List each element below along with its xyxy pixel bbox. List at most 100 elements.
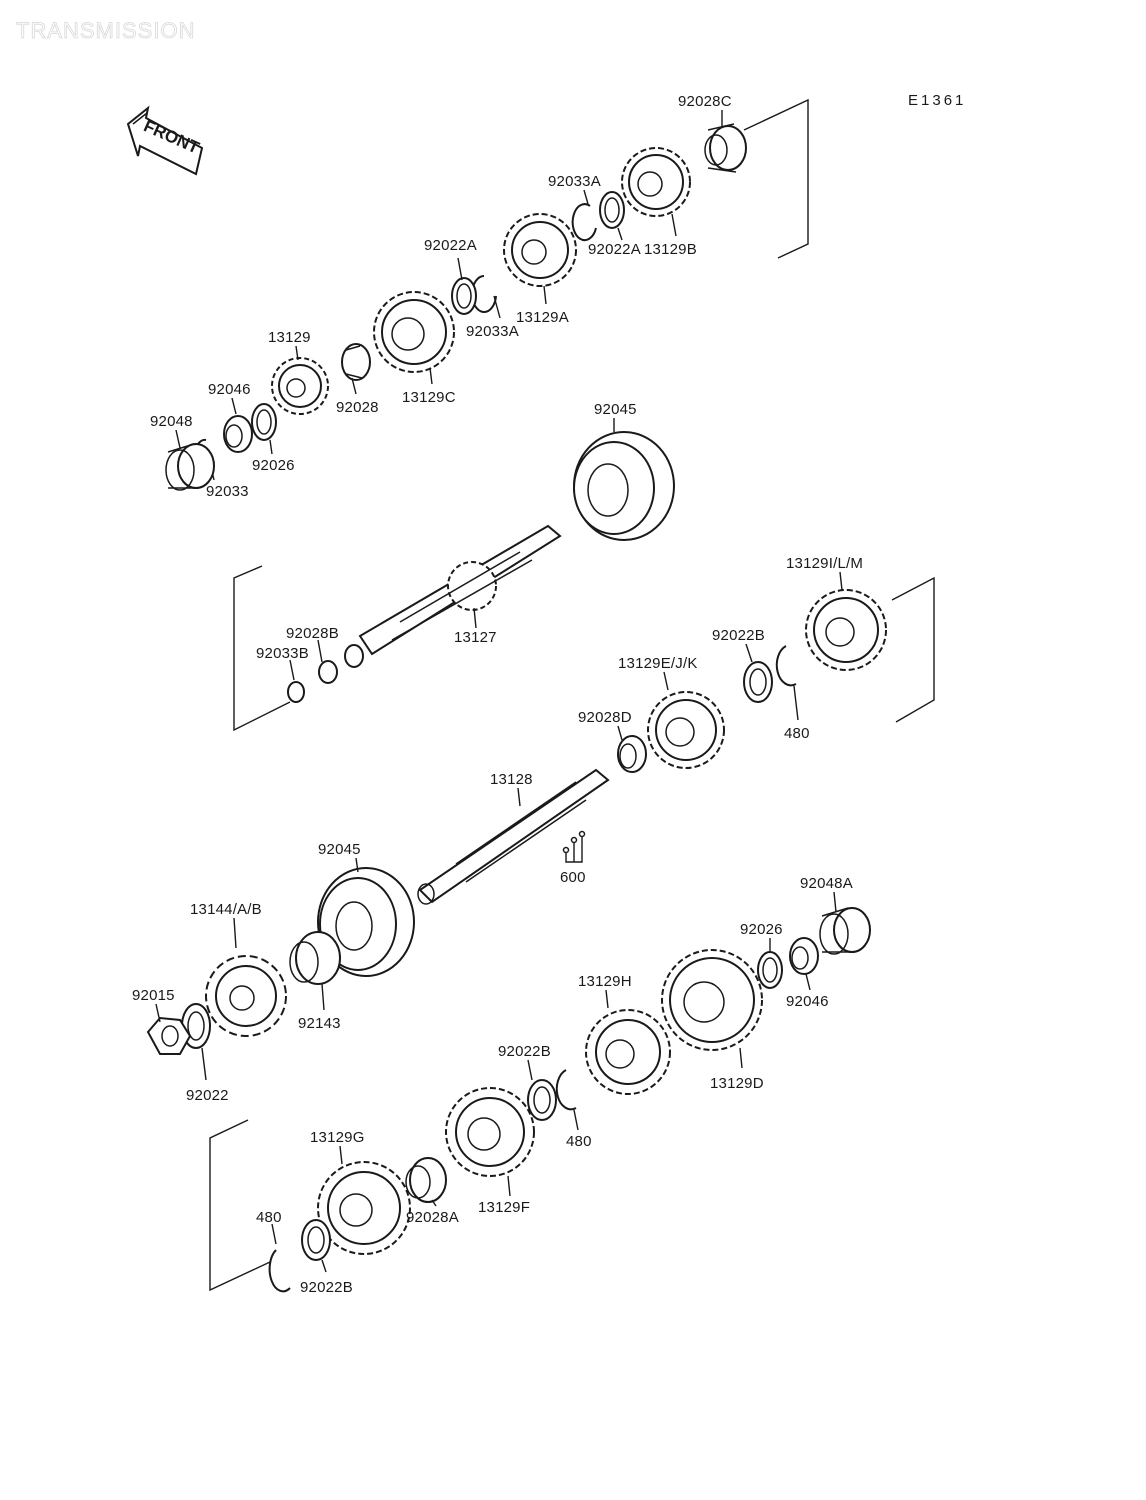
label-13144ab: 13144/A/B — [190, 901, 262, 918]
leader-92045-bottom — [355, 857, 359, 873]
leader-92022a-right — [617, 227, 623, 241]
gear-13129h-icon — [585, 1009, 671, 1095]
leader-13128 — [517, 787, 521, 807]
bearing-92046-top-icon — [223, 415, 253, 453]
diagram-title-watermark: TRANSMISSION — [16, 18, 195, 43]
label-92033a-mid: 92033A — [466, 323, 519, 340]
label-92026-top: 92026 — [252, 457, 295, 474]
leader-13129d — [739, 1047, 743, 1069]
leader-13129c — [429, 367, 433, 385]
leader-13129 — [295, 345, 299, 361]
label-92033b: 92033B — [256, 645, 309, 662]
label-13129d: 13129D — [710, 1075, 764, 1092]
label-13127: 13127 — [454, 629, 497, 646]
label-92033a-top: 92033A — [548, 173, 601, 190]
leader-92022b-mid — [527, 1059, 533, 1081]
label-480-bottom: 480 — [256, 1209, 282, 1226]
washer-92022a-left-icon — [451, 277, 477, 315]
pin-600-icon — [562, 830, 586, 863]
leader-92033a-top — [583, 189, 589, 205]
leader-92028b — [317, 639, 323, 663]
leader-92033b — [289, 659, 295, 681]
bushing-92048a-icon — [819, 907, 871, 955]
leader-92033a-mid — [493, 295, 501, 319]
leader-13129g — [339, 1145, 343, 1165]
gear-13129ilm-icon — [805, 589, 887, 671]
gear-13129b-icon — [621, 147, 691, 217]
circlip-92033a-top-icon — [571, 203, 597, 242]
leader-480-mid — [573, 1109, 579, 1131]
bracket-right — [891, 576, 935, 723]
washer-92026-bottom-icon — [757, 951, 783, 989]
label-92045-bottom: 92045 — [318, 841, 361, 858]
leader-92015 — [155, 1003, 161, 1023]
leader-92022a-left — [457, 257, 463, 281]
leader-92028 — [351, 377, 357, 395]
front-arrow-icon: FRONT — [126, 105, 204, 176]
leader-92048a — [833, 891, 837, 913]
leader-92022b-right — [745, 643, 753, 663]
leader-13129f — [507, 1175, 511, 1197]
bushing-92028a-icon — [405, 1157, 447, 1203]
washer-92022b-right-icon — [743, 661, 773, 703]
label-92028d: 92028D — [578, 709, 632, 726]
nut-92015-icon — [146, 1016, 192, 1055]
gear-13129f-icon — [445, 1087, 535, 1177]
leader-92143 — [321, 983, 325, 1011]
label-92022b-bottom: 92022B — [300, 1279, 353, 1296]
label-13129g: 13129G — [310, 1129, 365, 1146]
gear-13129g-icon — [317, 1161, 411, 1255]
leader-13127 — [473, 607, 477, 629]
label-92045-top: 92045 — [594, 401, 637, 418]
label-13129: 13129 — [268, 329, 311, 346]
sprocket-13144ab-icon — [205, 955, 287, 1037]
leader-92022 — [201, 1047, 207, 1081]
circlip-480-mid-icon — [555, 1069, 577, 1111]
leader-13129b — [671, 213, 677, 237]
label-92022b-right: 92022B — [712, 627, 765, 644]
label-92022b-mid: 92022B — [498, 1043, 551, 1060]
shaft-13128-icon — [417, 768, 610, 905]
bracket-bottom-left — [209, 1119, 271, 1292]
label-92028b: 92028B — [286, 625, 339, 642]
leader-13129a — [543, 285, 547, 305]
bushing-92028b-icon — [318, 644, 364, 684]
leader-13144ab — [233, 917, 237, 949]
label-92048: 92048 — [150, 413, 193, 430]
bracket-top — [743, 98, 809, 259]
label-92048a: 92048A — [800, 875, 853, 892]
bushing-92028d-icon — [617, 735, 647, 773]
shaft-13127-icon — [358, 524, 562, 656]
diagram-code: E1361 — [908, 92, 966, 109]
label-600: 600 — [560, 869, 586, 886]
label-92022a-left: 92022A — [424, 237, 477, 254]
label-92046-top: 92046 — [208, 381, 251, 398]
label-13129a: 13129A — [516, 309, 569, 326]
label-13129f: 13129F — [478, 1199, 530, 1216]
leader-92046-top — [231, 397, 237, 415]
leader-480-right — [793, 685, 799, 721]
circlip-480-bottom-icon — [268, 1249, 291, 1293]
gear-13129ejk-icon — [647, 691, 725, 769]
leader-92028d — [617, 725, 623, 741]
leader-92046-bottom — [805, 973, 811, 991]
bearing-92046-bottom-icon — [789, 937, 819, 975]
leader-13129ilm — [839, 571, 843, 591]
label-480-right: 480 — [784, 725, 810, 742]
leader-92026-top — [269, 439, 273, 455]
label-92028a: 92028A — [406, 1209, 459, 1226]
ball-bearing-92045-top-icon — [573, 431, 675, 541]
washer-92026-top-icon — [251, 403, 277, 441]
washer-92022b-mid-icon — [527, 1079, 557, 1121]
label-92046-bottom: 92046 — [786, 993, 829, 1010]
label-92028c: 92028C — [678, 93, 732, 110]
bearing-92028-icon — [341, 343, 371, 381]
washer-92022a-right-icon — [599, 191, 625, 229]
label-13129c: 13129C — [402, 389, 456, 406]
leader-13129h — [605, 989, 609, 1009]
leader-92048 — [175, 429, 181, 449]
label-92022: 92022 — [186, 1087, 229, 1104]
label-13129b: 13129B — [644, 241, 697, 258]
bushing-92028c-icon — [704, 123, 747, 173]
bushing-92048-icon — [165, 443, 215, 491]
